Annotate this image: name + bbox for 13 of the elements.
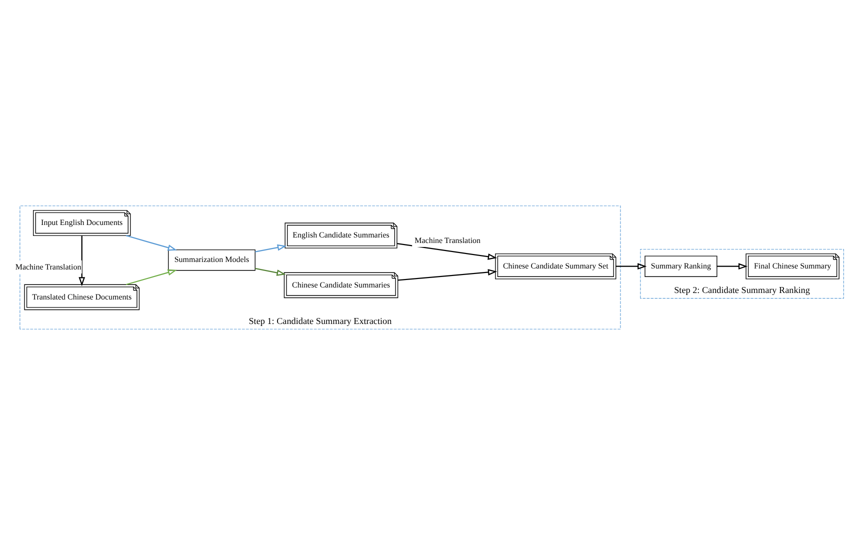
arrow <box>397 242 498 260</box>
node-box: Summarization Models <box>168 248 256 270</box>
arrow <box>126 234 177 250</box>
arrow <box>398 268 498 280</box>
arrow <box>616 262 647 270</box>
edge-label: Machine Translation <box>414 235 481 244</box>
edge-label: Machine Translation <box>15 262 82 271</box>
arrow <box>255 267 286 276</box>
arrow <box>716 262 748 270</box>
node-box: Summary Ranking <box>644 255 718 276</box>
arrow <box>255 244 287 252</box>
arrow <box>126 268 177 285</box>
arrow <box>78 235 86 286</box>
